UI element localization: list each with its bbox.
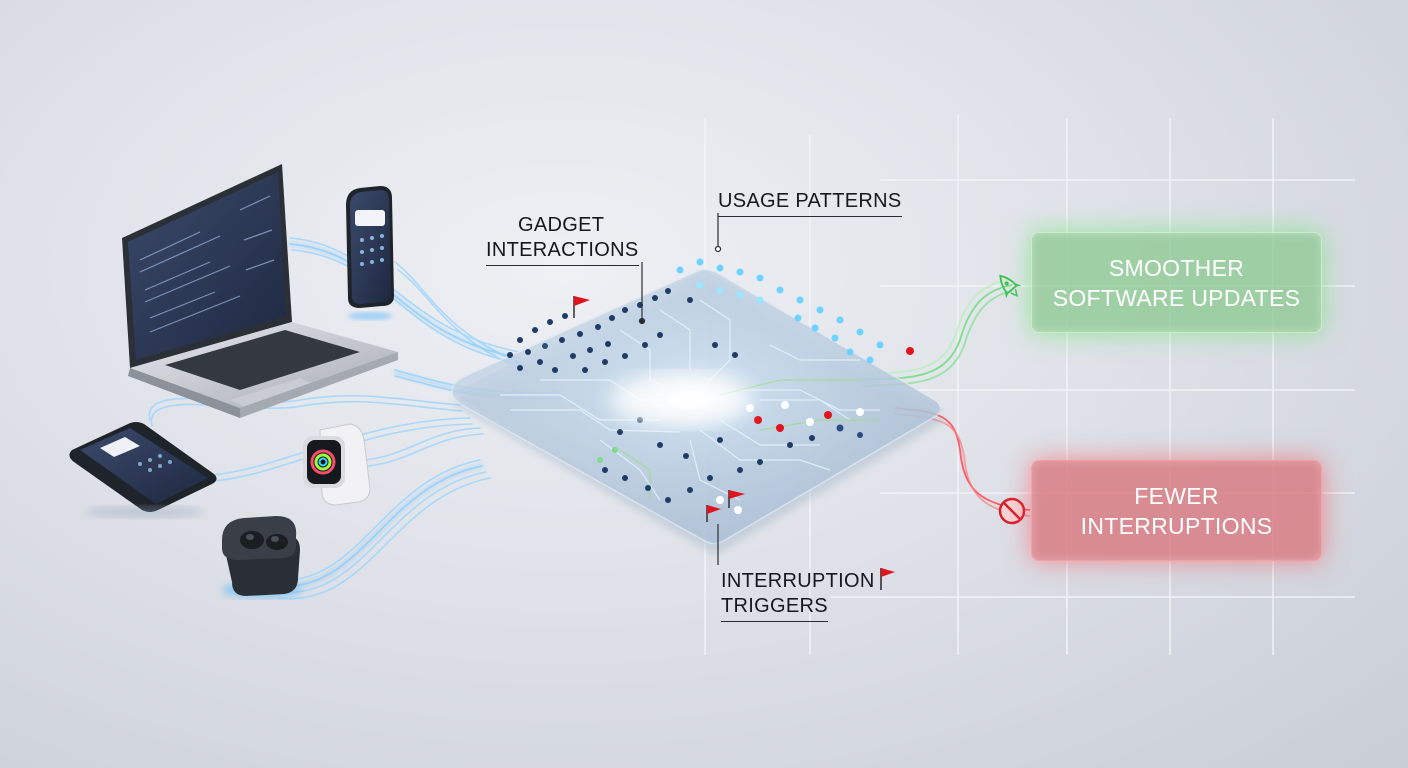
smartwatch-device [303, 424, 370, 505]
fewer-interruptions-box: FEWER INTERRUPTIONS [1031, 460, 1322, 561]
usage-patterns-label: USAGE PATTERNS [718, 189, 902, 217]
usage-label-text: USAGE PATTERNS [718, 189, 902, 217]
circuit-board [452, 259, 945, 556]
smoother-line2: SOFTWARE UPDATES [1053, 283, 1301, 313]
gadget-interactions-label: GADGET INTERACTIONS [486, 213, 639, 266]
phone-device-left [69, 422, 216, 518]
fewer-interruptions-text: FEWER INTERRUPTIONS [1081, 481, 1273, 541]
earbuds-device [222, 516, 302, 598]
smoother-updates-text: SMOOTHER SOFTWARE UPDATES [1053, 253, 1301, 313]
red-flag-icon [574, 296, 590, 318]
red-flag-icon [878, 566, 896, 590]
fewer-line1: FEWER [1081, 481, 1273, 511]
interruption-triggers-label: INTERRUPTION TRIGGERS [721, 566, 896, 622]
prohibited-icon [1000, 499, 1024, 523]
interruption-label-line2: TRIGGERS [721, 594, 828, 622]
interruption-label-line1: INTERRUPTION [721, 570, 875, 592]
smoother-line1: SMOOTHER [1053, 253, 1301, 283]
gadget-label-line2: INTERACTIONS [486, 238, 639, 266]
gadget-label-line1: GADGET [486, 213, 639, 238]
phone-device-top [346, 186, 394, 320]
smoother-updates-box: SMOOTHER SOFTWARE UPDATES [1031, 232, 1322, 333]
fewer-line2: INTERRUPTIONS [1081, 511, 1273, 541]
green-connector [860, 285, 1012, 380]
interruption-label-row: INTERRUPTION [721, 566, 896, 594]
